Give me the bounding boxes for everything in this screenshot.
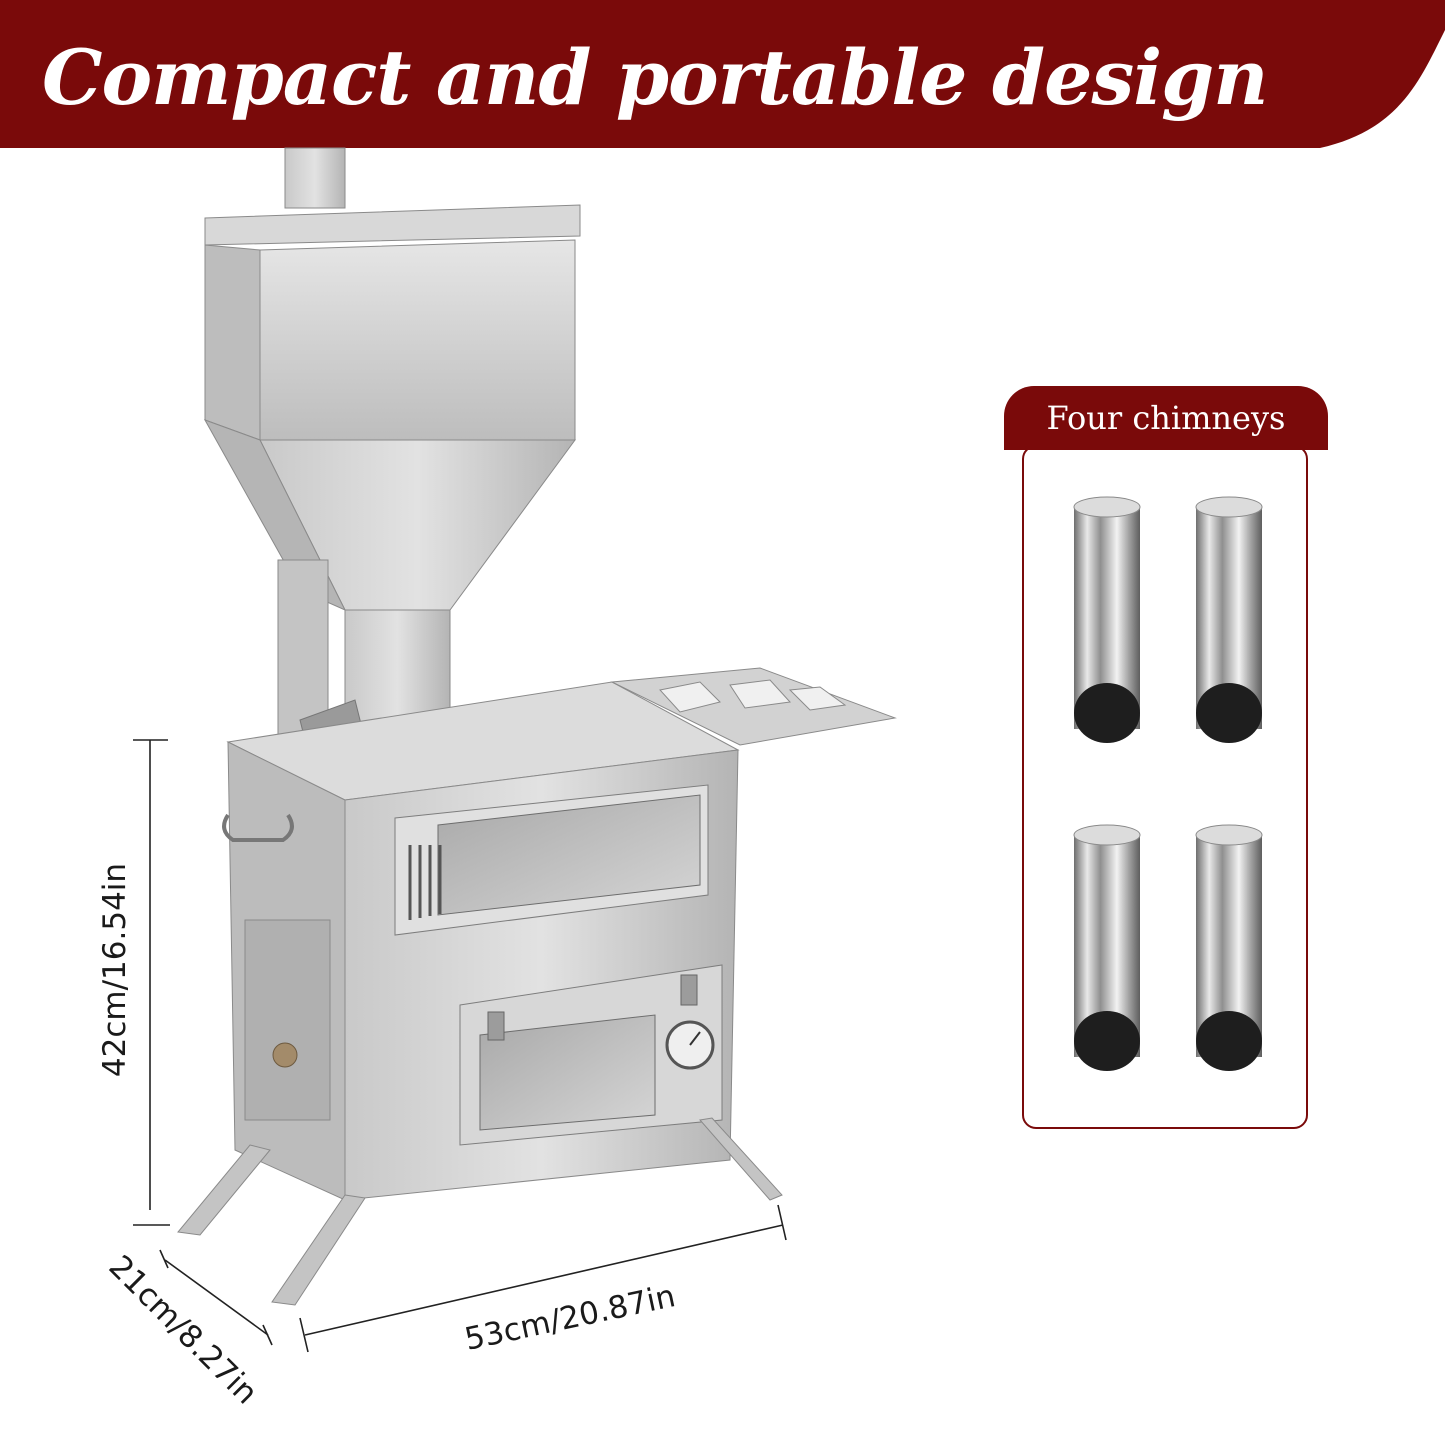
page-title: Compact and portable design	[42, 33, 1269, 122]
banner-background	[0, 0, 1445, 148]
leg-front-left	[271, 1194, 366, 1306]
side-handle	[222, 813, 294, 842]
stove-product-image	[133, 147, 897, 1353]
dimension-lines	[133, 739, 787, 1353]
accessory-panel-title: Four chimneys	[1046, 399, 1286, 437]
chimney-pipes-group	[1073, 496, 1263, 1071]
chimney-pipe-icon	[1195, 824, 1263, 1071]
hopper-box	[259, 239, 576, 441]
height-dimension-label: 42cm/16.54in	[97, 862, 133, 1078]
header-banner: Compact and portable design	[0, 0, 1445, 150]
chimney-top	[284, 147, 346, 209]
hopper-lid	[204, 204, 581, 246]
side-knob	[272, 1042, 298, 1068]
accessory-panel-header: Four chimneys	[1004, 386, 1328, 450]
chimney-pipe-icon	[1073, 496, 1141, 743]
leg-back-right	[699, 1117, 783, 1201]
chimney-pipe-icon	[1073, 824, 1141, 1071]
chimney-pipe-icon	[1195, 496, 1263, 743]
leg-back-left	[177, 1144, 271, 1236]
firebox-glass	[479, 1014, 656, 1131]
